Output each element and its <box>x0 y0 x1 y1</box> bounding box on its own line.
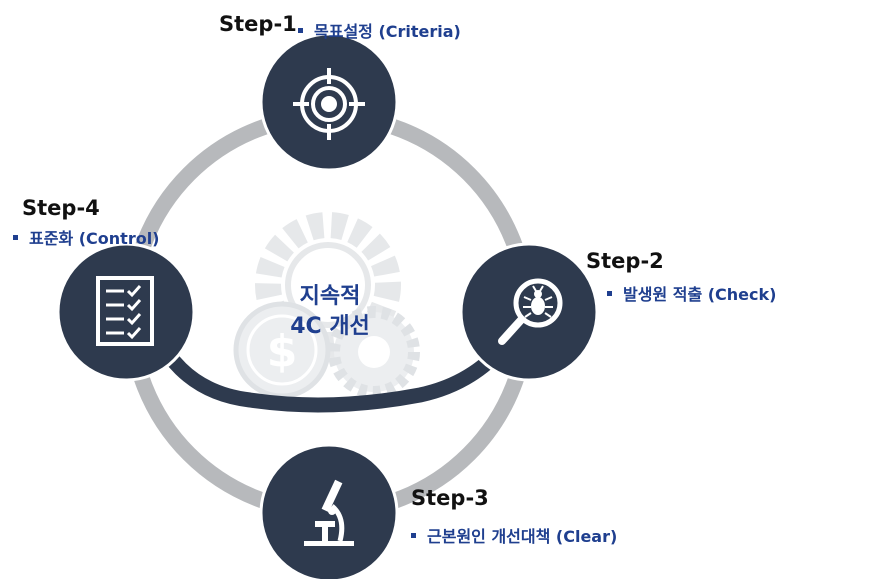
step1-node <box>259 32 399 172</box>
step2-desc: 발생원 적출 (Check) <box>607 281 776 305</box>
step2-node <box>459 242 599 382</box>
step4-node <box>56 242 196 382</box>
bullet-icon <box>298 28 303 33</box>
bullet-icon <box>607 291 612 296</box>
step3-title: Step-3 <box>411 486 489 510</box>
step1-desc-text: 목표설정 (Criteria) <box>314 22 461 41</box>
target-icon <box>293 68 365 140</box>
step1-desc: 목표설정 (Criteria) <box>298 18 461 42</box>
step4-title: Step-4 <box>22 196 100 220</box>
step4-desc: 표준화 (Control) <box>13 225 160 249</box>
checklist-icon <box>96 276 154 346</box>
step2-title: Step-2 <box>586 249 664 273</box>
center-label: 지속적 4C 개선 <box>270 282 390 342</box>
step2-desc-text: 발생원 적출 (Check) <box>623 285 777 304</box>
step1-title: Step-1 <box>219 12 297 36</box>
center-label-line2: 4C 개선 <box>290 314 370 339</box>
bug-magnifier-icon <box>498 278 563 345</box>
step3-desc-text: 근본원인 개선대책 (Clear) <box>427 527 618 546</box>
step3-node <box>259 443 399 579</box>
bullet-icon <box>13 235 18 240</box>
svg-text:$: $ <box>267 326 298 377</box>
bullet-icon <box>411 533 416 538</box>
step3-desc: 근본원인 개선대책 (Clear) <box>411 523 617 547</box>
gear-coin-watermark-icon: $ <box>233 212 420 399</box>
center-label-line1: 지속적 <box>299 284 361 309</box>
connector-arc <box>135 287 533 413</box>
step4-desc-text: 표준화 (Control) <box>29 229 160 248</box>
microscope-icon <box>304 479 354 546</box>
